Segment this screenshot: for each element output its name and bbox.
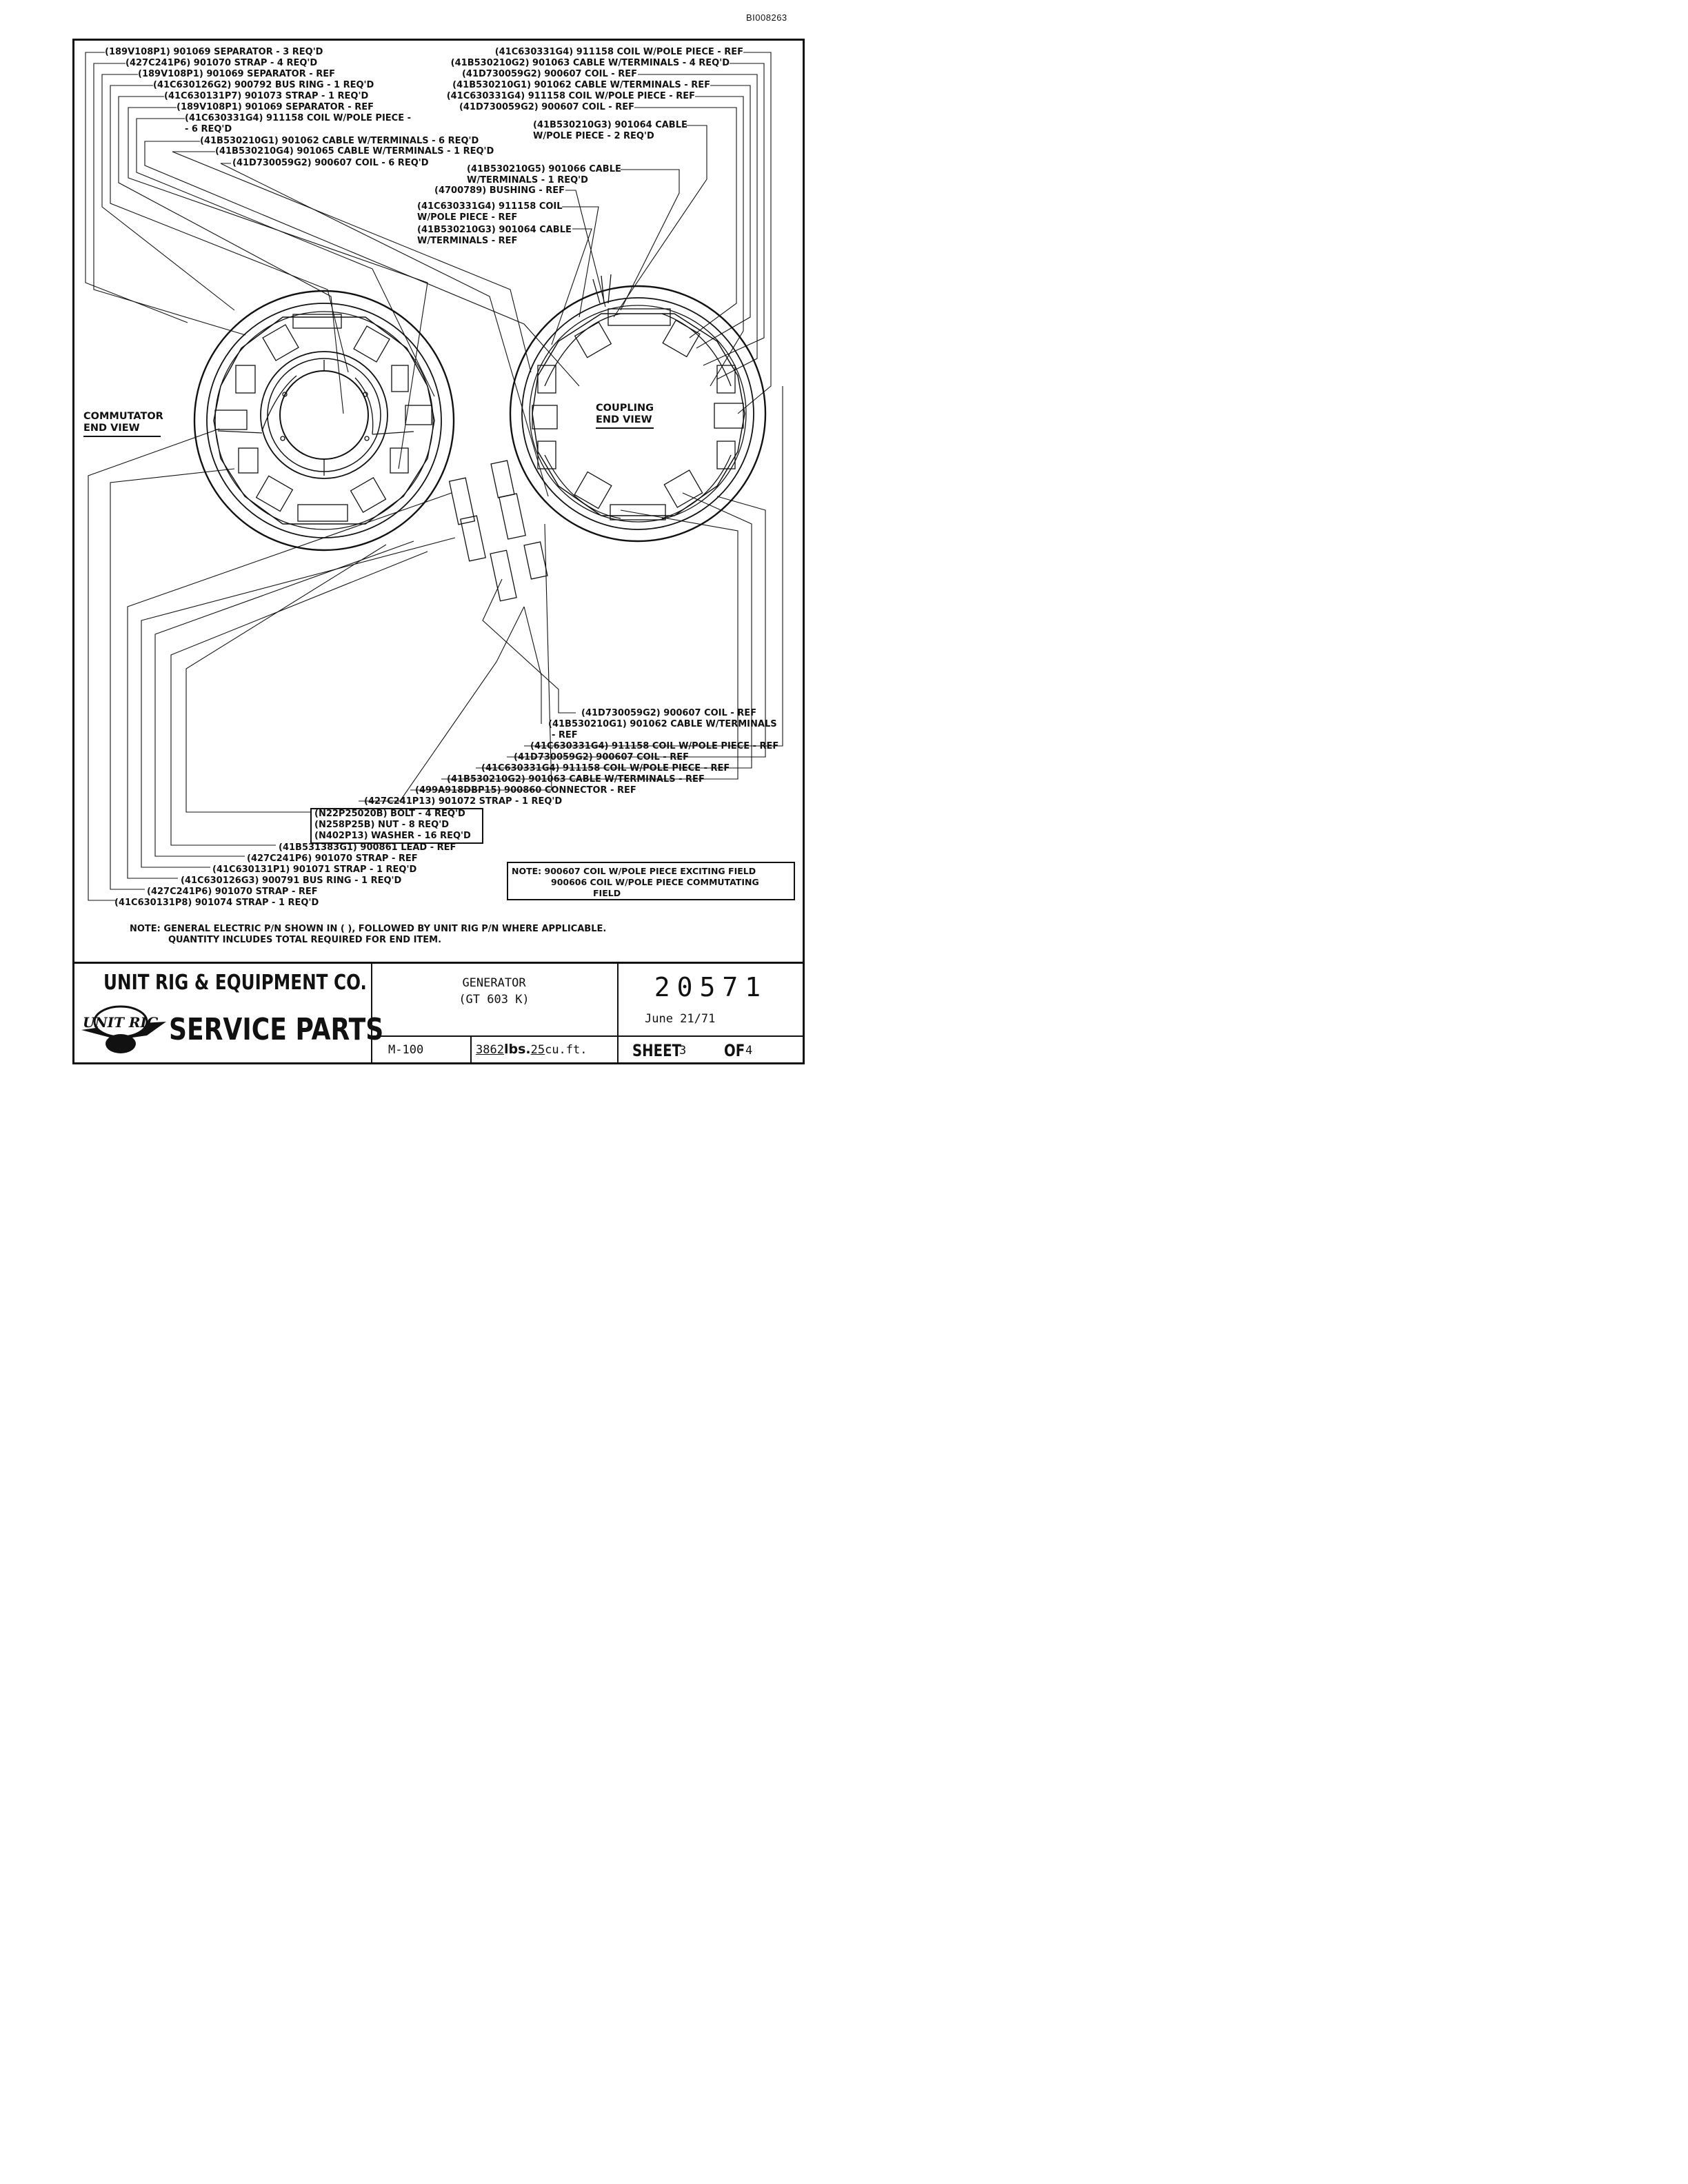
commutator-end-view-drawing xyxy=(193,290,455,552)
model-code: M-100 xyxy=(388,1043,424,1057)
volume-value: 25 xyxy=(530,1043,545,1057)
commutator-end-view-title: COMMUTATOR END VIEW xyxy=(83,411,163,437)
label-separator-3: (189V108P1) 901069 SEPARATOR - 3 REQ'D xyxy=(105,47,323,57)
label-bus-ring-1: (41C630126G2) 900792 BUS RING - 1 REQ'D xyxy=(153,80,374,90)
label-coil-911158-ref-c: (41C630331G4) 911158 COIL W/POLE PIECE -… xyxy=(530,741,779,751)
label-connector-900860: (499A918DBP15) 900860 CONNECTOR - REF xyxy=(415,785,636,796)
label-coil-900607-ref-4: (41D730059G2) 900607 COIL - REF xyxy=(514,752,690,762)
drawing-number: 20571 xyxy=(654,972,768,1002)
document-id: BI008263 xyxy=(746,12,787,23)
description: GENERATOR xyxy=(462,976,526,990)
label-cable-901064-2b: W/POLE PIECE - 2 REQ'D xyxy=(533,131,654,141)
field-note-line-1: NOTE: 900607 COIL W/POLE PIECE EXCITING … xyxy=(512,866,756,876)
label-coil-900607-6: (41D730059G2) 900607 COIL - 6 REQ'D xyxy=(232,158,429,168)
drawing-frame xyxy=(72,39,805,1064)
label-strap-901070-ref-a: (427C241P6) 901070 STRAP - REF xyxy=(247,853,418,864)
label-cable-901063-ref: (41B530210G2) 901063 CABLE W/TERMINALS -… xyxy=(447,774,705,785)
of-label: OF xyxy=(724,1041,745,1060)
label-cable-901062-6: (41B530210G1) 901062 CABLE W/TERMINALS -… xyxy=(200,136,479,146)
sheet-label: SHEET xyxy=(632,1041,681,1060)
volume-unit: cu.ft. xyxy=(545,1043,587,1057)
label-coil-900607-ref-1: (41D730059G2) 900607 COIL - REF xyxy=(461,69,637,79)
label-cable-901062-ref-b-cont: - REF xyxy=(552,730,578,740)
general-note-line-2: QUANTITY INCLUDES TOTAL REQUIRED FOR END… xyxy=(168,935,442,945)
label-separator-ref-2: (189V108P1) 901069 SEPARATOR - REF xyxy=(177,102,374,112)
label-strap-901070-ref-b: (427C241P6) 901070 STRAP - REF xyxy=(147,887,318,897)
company-name: UNIT RIG & EQUIPMENT CO. xyxy=(103,971,367,995)
label-bus-ring-900791: (41C630126G3) 900791 BUS RING - 1 REQ'D xyxy=(181,876,402,886)
label-bolt: (N22P25020B) BOLT - 4 REQ'D xyxy=(314,809,465,819)
label-strap-4: (427C241P6) 901070 STRAP - 4 REQ'D xyxy=(125,58,318,68)
leader-lines xyxy=(85,52,783,901)
label-washer: (N402P13) WASHER - 16 REQ'D xyxy=(314,831,471,841)
label-coil-pole-piece-ref-1: (41C630331G4) 911158 COIL W/POLE PIECE -… xyxy=(494,47,743,57)
connector-straps xyxy=(448,460,548,602)
label-bushing: (4700789) BUSHING - REF xyxy=(434,185,565,196)
label-coil-pole-piece-6-qty: - 6 REQ'D xyxy=(185,124,232,134)
drawing-date: June 21/71 xyxy=(645,1012,716,1026)
label-cable-901064-2a: (41B530210G3) 901064 CABLE xyxy=(533,120,687,130)
field-note-box xyxy=(507,862,795,900)
label-nut: (N258P25B) NUT - 8 REQ'D xyxy=(314,820,449,830)
label-coil-pole-piece-6: (41C630331G4) 911158 COIL W/POLE PIECE - xyxy=(185,113,412,123)
label-cable-901062-ref-b: (41B530210G1) 901062 CABLE W/TERMINALS xyxy=(548,719,777,729)
label-cable-901066-a: (41B530210G5) 901066 CABLE xyxy=(467,164,621,174)
label-coil-911158-ref-b: W/POLE PIECE - REF xyxy=(417,212,518,223)
sheet-total: 4 xyxy=(745,1044,753,1058)
model: (GT 603 K) xyxy=(459,993,530,1007)
label-coil-pole-piece-ref-2: (41C630331G4) 911158 COIL W/POLE PIECE -… xyxy=(446,91,695,101)
title-block: UNIT RIG & EQUIPMENT CO. UNIT RIG SERVIC… xyxy=(72,962,805,1064)
weight-value: 3862 xyxy=(476,1043,504,1057)
generator-diagram xyxy=(85,52,783,901)
unit-rig-logo: UNIT RIG xyxy=(81,1005,166,1053)
sheet-number: 3 xyxy=(679,1044,687,1058)
label-cable-901064-ref-a: (41B530210G3) 901064 CABLE xyxy=(417,225,572,235)
coupling-end-view-title: COUPLING END VIEW xyxy=(596,403,654,429)
label-cable-901062-ref: (41B530210G1) 901062 CABLE W/TERMINALS -… xyxy=(452,80,710,90)
weight-volume: 3862lbs.25cu.ft. xyxy=(476,1042,587,1057)
field-note-line-2: 900606 COIL W/POLE PIECE COMMUTATING xyxy=(551,877,759,887)
coupling-end-view-drawing xyxy=(509,274,767,543)
label-coil-911158-ref-a: (41C630331G4) 911158 COIL xyxy=(417,201,563,212)
label-coil-900607-ref-3: (41D730059G2) 900607 COIL - REF xyxy=(581,708,757,718)
service-parts-title: SERVICE PARTS xyxy=(169,1012,384,1047)
field-note-line-3: FIELD xyxy=(593,888,621,898)
label-cable-901064-ref-b: W/TERMINALS - REF xyxy=(417,236,518,246)
label-strap-901074: (41C630131P8) 901074 STRAP - 1 REQ'D xyxy=(114,898,319,908)
label-strap-901071: (41C630131P1) 901071 STRAP - 1 REQ'D xyxy=(212,865,417,875)
label-strap-901072: (427C241P13) 901072 STRAP - 1 REQ'D xyxy=(364,796,563,807)
label-coil-900607-ref-2: (41D730059G2) 900607 COIL - REF xyxy=(459,102,634,112)
weight-unit: lbs. xyxy=(503,1042,531,1057)
hardware-box xyxy=(310,808,483,844)
label-cable-901065: (41B530210G4) 901065 CABLE W/TERMINALS -… xyxy=(215,146,494,156)
label-strap-901073: (41C630131P7) 901073 STRAP - 1 REQ'D xyxy=(164,91,369,101)
general-note-line-1: NOTE: GENERAL ELECTRIC P/N SHOWN IN ( ),… xyxy=(130,924,607,934)
label-cable-901063-4: (41B530210G2) 901063 CABLE W/TERMINALS -… xyxy=(450,58,730,68)
label-lead-900861: (41B531383G1) 900861 LEAD - REF xyxy=(279,842,456,853)
label-separator-ref-1: (189V108P1) 901069 SEPARATOR - REF xyxy=(138,69,335,79)
label-cable-901066-b: W/TERMINALS - 1 REQ'D xyxy=(467,175,588,185)
svg-text:UNIT RIG: UNIT RIG xyxy=(83,1014,159,1031)
label-coil-911158-ref-d: (41C630331G4) 911158 COIL W/POLE PIECE -… xyxy=(481,763,730,774)
